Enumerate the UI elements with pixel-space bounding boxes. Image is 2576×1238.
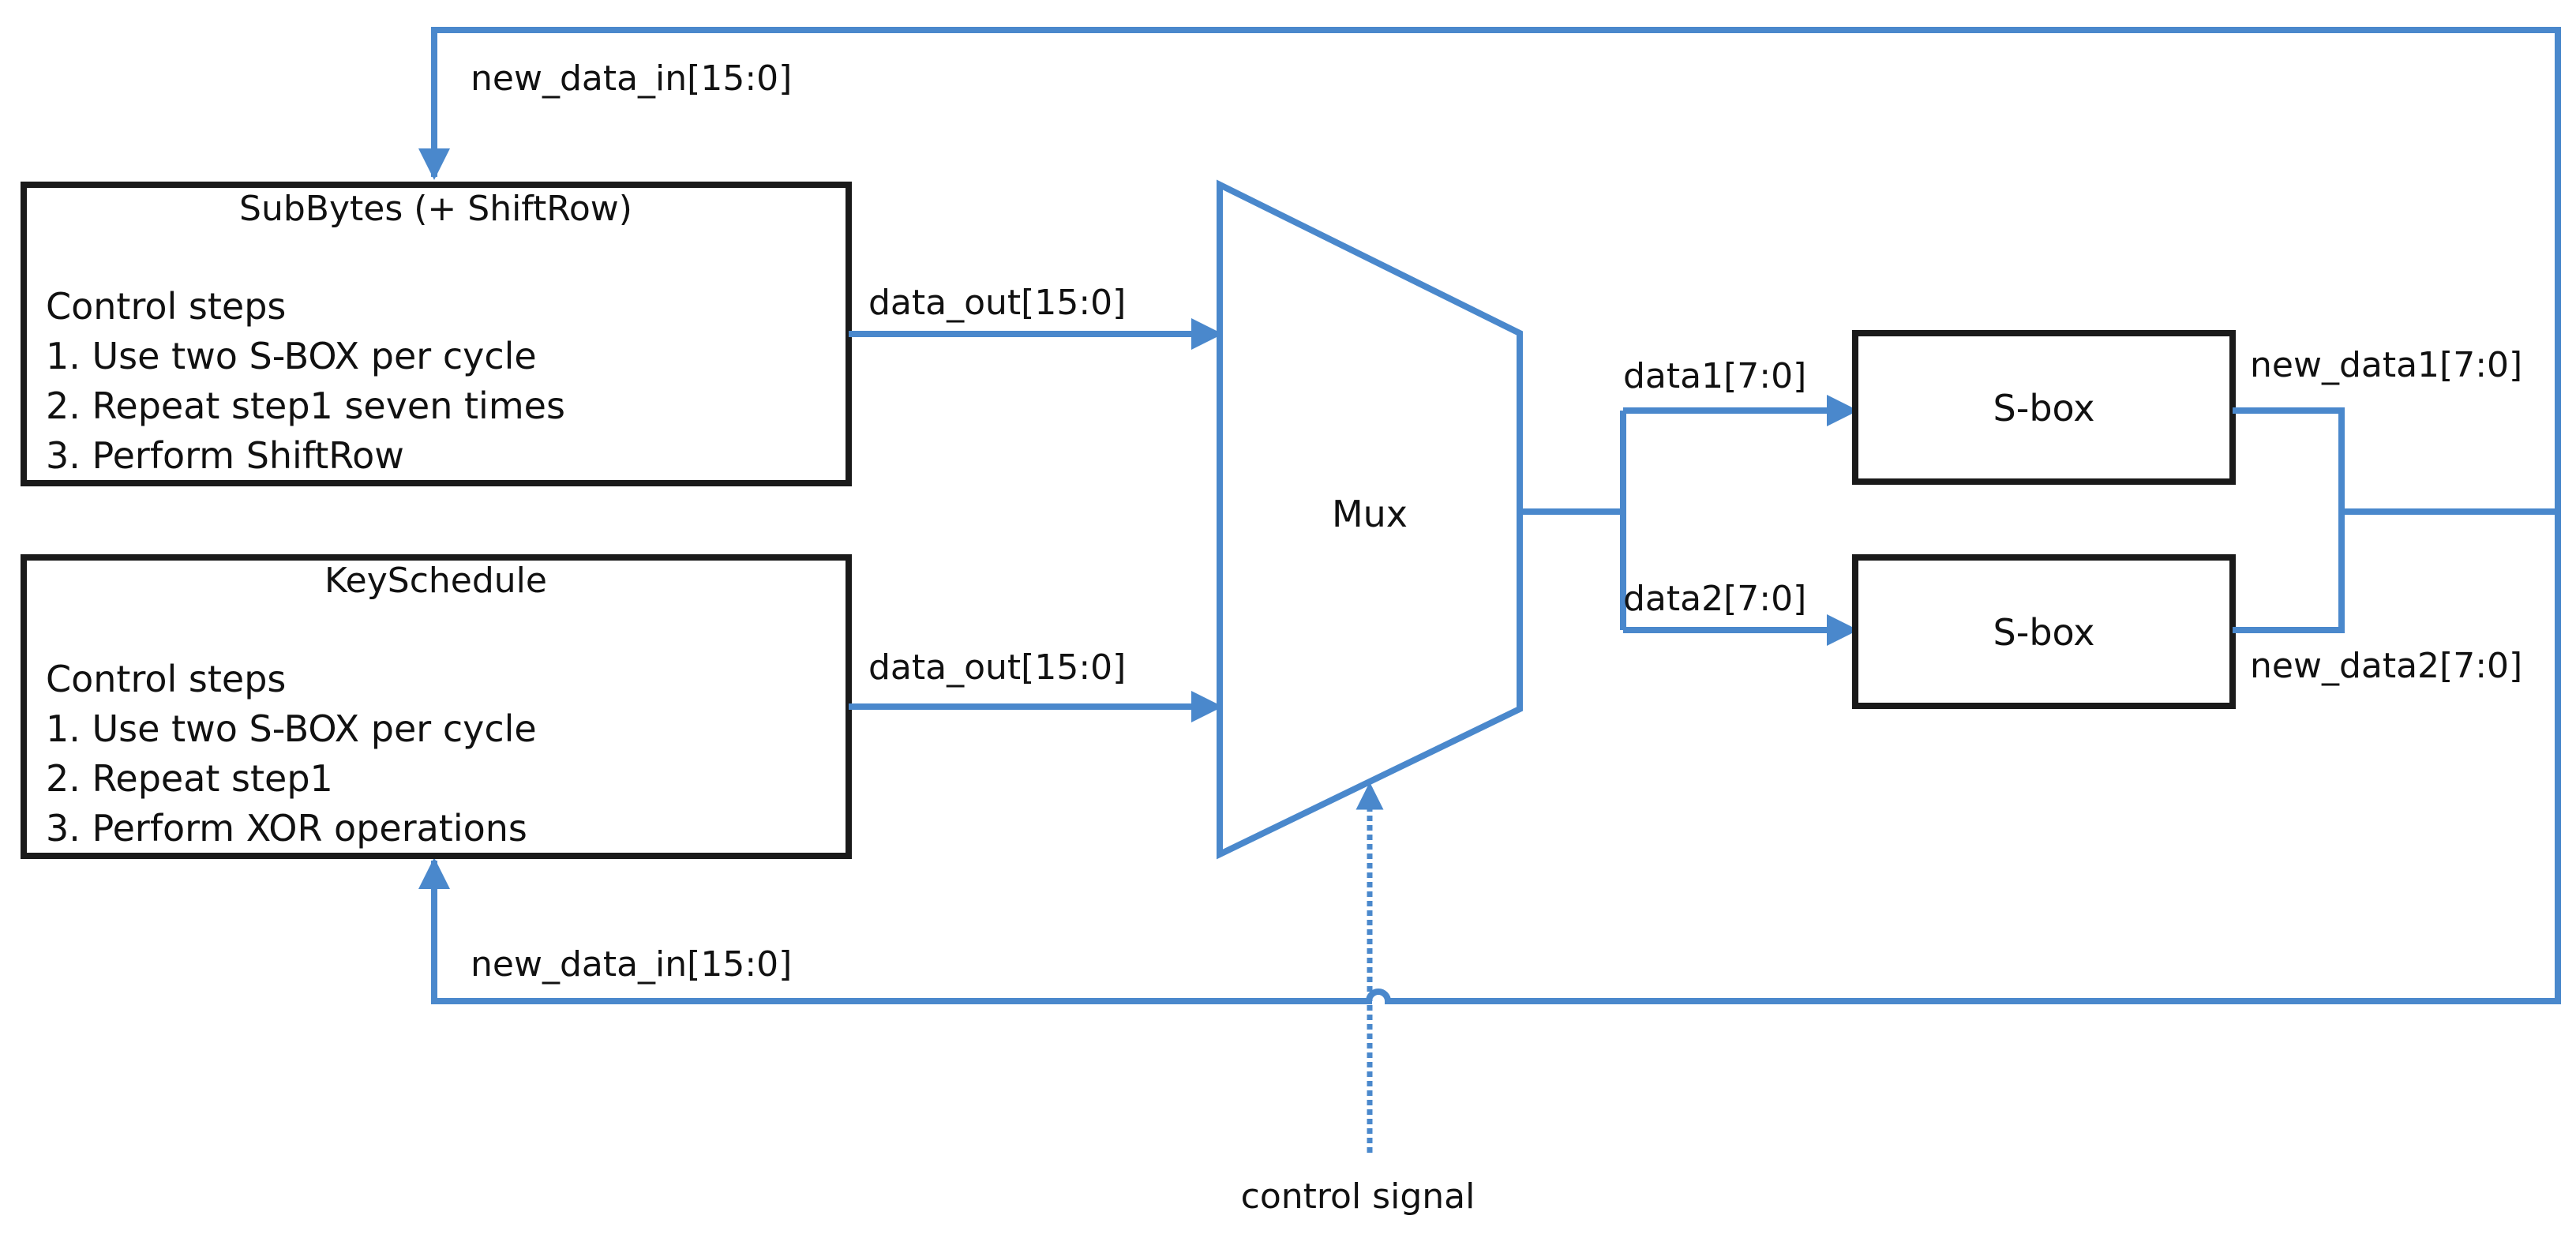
label-data1: data1[7:0] — [1623, 356, 1806, 396]
keyschedule-line-1: 1. Use two S-BOX per cycle — [46, 707, 537, 750]
sbox-top: S-box — [1852, 330, 2236, 485]
label-new-data1: new_data1[7:0] — [2250, 345, 2522, 385]
label-control-signal: control signal — [1241, 1176, 1475, 1217]
keyschedule-line-2: 2. Repeat step1 — [46, 757, 333, 800]
keyschedule-line-0: Control steps — [46, 658, 286, 700]
label-data-out-bottom: data_out[15:0] — [868, 647, 1126, 688]
sbox-top-label: S-box — [1993, 387, 2095, 430]
subbytes-line-1: 1. Use two S-BOX per cycle — [46, 335, 537, 377]
subbytes-line-0: Control steps — [46, 285, 286, 328]
sbox-bottom: S-box — [1852, 554, 2236, 709]
keyschedule-line-3: 3. Perform XOR operations — [46, 807, 527, 850]
mux-block: Mux — [1217, 179, 1523, 860]
label-new-data2: new_data2[7:0] — [2250, 646, 2522, 686]
label-new-data-in-top: new_data_in[15:0] — [471, 58, 792, 99]
subbytes-line-3: 3. Perform ShiftRow — [46, 434, 404, 477]
sbox-bottom-label: S-box — [1993, 611, 2095, 654]
label-data-out-top: data_out[15:0] — [868, 283, 1126, 323]
label-data2: data2[7:0] — [1623, 579, 1806, 619]
subbytes-line-2: 2. Repeat step1 seven times — [46, 385, 565, 427]
mux-label: Mux — [1332, 493, 1408, 535]
subbytes-title: SubBytes (+ ShiftRow) — [239, 189, 632, 229]
label-new-data-in-bottom: new_data_in[15:0] — [471, 944, 792, 985]
keyschedule-title: KeySchedule — [324, 561, 547, 601]
subbytes-block: SubBytes (+ ShiftRow) Control steps 1. U… — [21, 182, 852, 486]
sbox-output-wire — [2233, 407, 2558, 633]
feedback-wire-top — [418, 27, 2561, 512]
mux-output-wire — [1520, 411, 1626, 630]
keyschedule-block: KeySchedule Control steps 1. Use two S-B… — [21, 554, 852, 859]
